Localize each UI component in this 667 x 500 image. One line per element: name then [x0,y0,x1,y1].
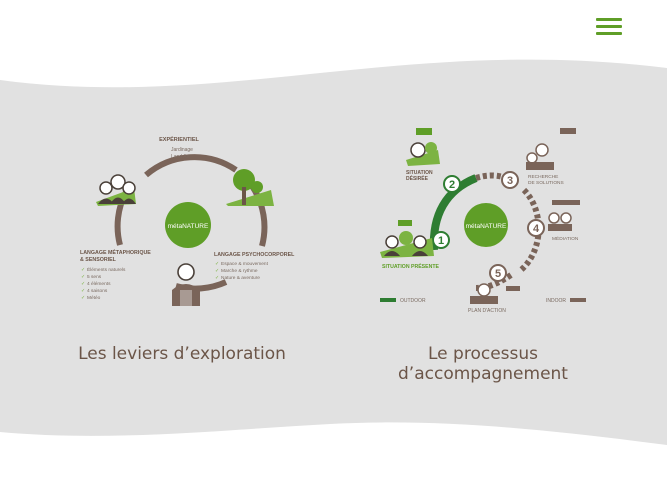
present-situation-icon [380,220,434,258]
desired-situation-icon [406,128,440,166]
right-item: Espace & mouvement [221,261,269,267]
children-group-icon [96,174,136,206]
psychocorporel-title: LANGAGE PSYCHOCORPOREL [214,252,295,258]
step-3: 3 [507,175,513,187]
plan-action-label: PLAN D'ACTION [468,308,506,314]
tree-icon [226,169,274,206]
step-2: 2 [449,179,455,191]
svg-text:✓: ✓ [81,288,85,294]
metaphorique-title: LANGAGE MÉTAPHORIQUE [80,248,151,256]
checkmark-icons: ✓✓ ✓✓ ✓ [81,267,85,301]
person-icon [172,263,200,306]
step-1: 1 [438,235,444,247]
action-plan-icon [470,283,520,304]
research-icon [526,128,576,170]
step-4: 4 [533,223,540,235]
center-logo-text: métaNATURE [466,223,507,230]
indoor-legend-swatch [570,298,586,302]
process-caption: Le processus d’accompagnement [398,344,568,384]
center-logo-text: métaNATURE [168,223,209,230]
recherche-label: RECHERCHE [528,174,558,180]
top-item: Land Art [171,154,190,160]
hamburger-menu-icon[interactable] [596,14,622,38]
left-item: 4 éléments [87,281,111,287]
svg-text:✓: ✓ [81,267,85,273]
center-logo-circle [165,202,211,248]
right-item: Nature & aventure [221,275,260,281]
situation-desiree-label: DÉSIRÉE [406,174,429,182]
svg-text:✓: ✓ [81,274,85,280]
svg-text:✓: ✓ [215,275,219,281]
situation-presente-label: SITUATION PRÉSENTE [382,262,440,270]
left-item: Éléments naturels [87,266,126,273]
recherche-label: DE SOLUTIONS [528,180,564,186]
mediation-icon [548,200,580,231]
svg-text:✓: ✓ [81,281,85,287]
svg-text:✓: ✓ [215,268,219,274]
experientiel-title: EXPÉRIENTIEL [159,135,199,143]
left-item: Météo [87,295,101,301]
outdoor-legend-label: OUTDOOR [400,298,426,304]
step-5: 5 [495,268,501,280]
right-item: Marche & rythme [221,268,258,274]
mediation-label: MÉDIATION [552,235,579,242]
left-item: 5 sens [87,274,102,280]
exploration-levers-diagram: métaNATURE EXPÉRIENTIEL Jardinage Land A… [76,120,306,320]
metaphorique-title: & SENSORIEL [80,257,117,263]
situation-desiree-label: SITUATION [406,170,433,176]
center-logo-circle [464,203,508,247]
indoor-legend-label: INDOOR [546,298,566,304]
outdoor-legend-swatch [380,298,396,302]
process-diagram: métaNATURE 1 2 3 4 5 SITUATION DÉSIRÉE [376,120,596,320]
svg-text:✓: ✓ [215,261,219,267]
svg-text:✓: ✓ [81,295,85,301]
left-item: 4 saisons [87,288,108,294]
top-item: Jardinage [171,147,193,153]
exploration-caption: Les leviers d’exploration [78,344,286,364]
